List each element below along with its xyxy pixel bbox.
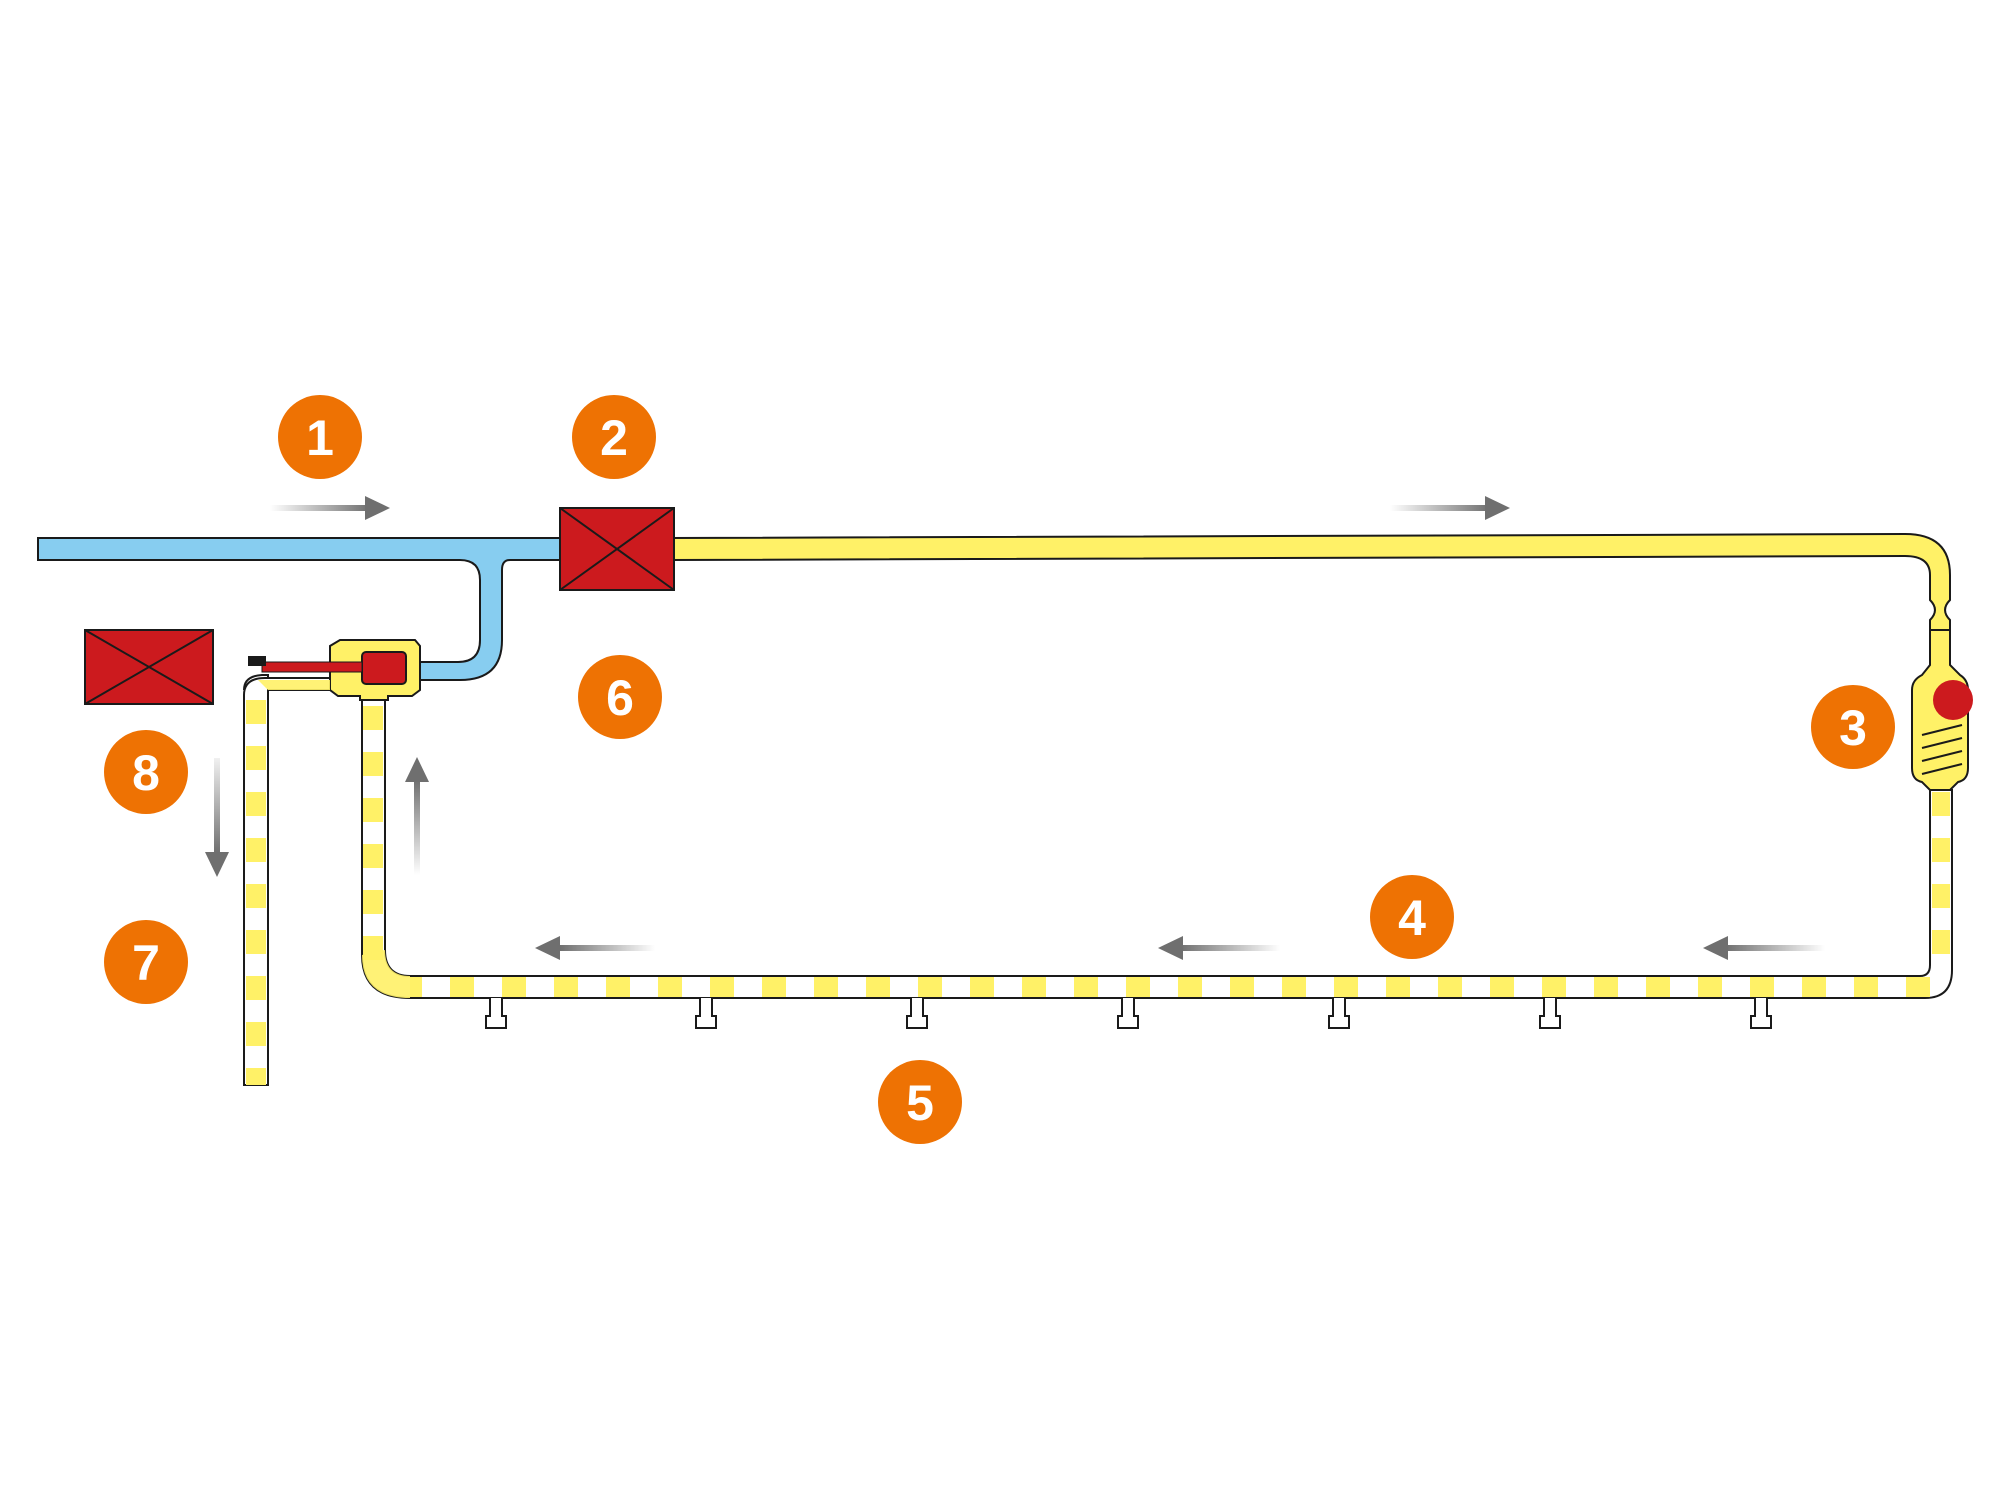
flow-arrow-right-icon: [270, 496, 390, 520]
label-5-text: 5: [906, 1075, 934, 1131]
label-badge-6: 6: [578, 655, 662, 739]
label-badge-4: 4: [1370, 875, 1454, 959]
label-2-text: 2: [600, 410, 628, 466]
flow-arrow-down-icon: [205, 758, 229, 877]
flow-indicator: [1911, 629, 1973, 791]
flow-arrow-right-icon: [1390, 496, 1510, 520]
flow-arrow-left-icon: [1703, 936, 1825, 960]
flow-arrow-left-icon: [1158, 936, 1280, 960]
main-control-valve: [559, 507, 675, 591]
label-8-text: 8: [132, 745, 160, 801]
supply-pipe: [37, 537, 561, 681]
label-3-text: 3: [1839, 700, 1867, 756]
label-7-text: 7: [132, 935, 160, 991]
feed-pipe: [669, 532, 1951, 631]
flow-arrow-left-icon: [535, 936, 655, 960]
label-4-text: 4: [1398, 890, 1426, 946]
label-badge-5: 5: [878, 1060, 962, 1144]
drain-pipe: [243, 674, 331, 1086]
flow-arrow-up-icon: [405, 757, 429, 875]
label-6-text: 6: [606, 670, 634, 726]
label-badge-1: 1: [278, 395, 362, 479]
label-badge-8: 8: [104, 730, 188, 814]
sprinkler-heads: [485, 998, 1772, 1029]
label-badge-2: 2: [572, 395, 656, 479]
return-valve: [248, 639, 421, 701]
drain-valve: [84, 629, 214, 705]
sprinkler-loop: [361, 699, 1953, 999]
label-1-text: 1: [306, 410, 334, 466]
label-badge-3: 3: [1811, 685, 1895, 769]
label-badge-7: 7: [104, 920, 188, 1004]
